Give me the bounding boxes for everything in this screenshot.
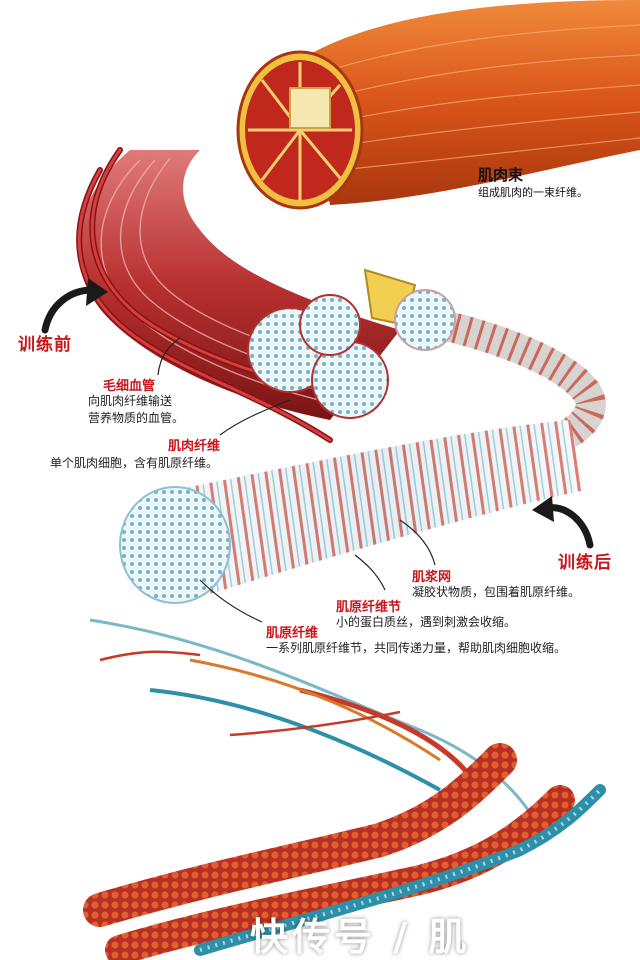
fiber-title: 肌肉纤维 [168, 439, 221, 454]
fiber-cylinder [119, 420, 585, 604]
myofibril-desc: 一系列肌原纤维节，共同传递力量，帮助肌肉细胞收缩。 [266, 641, 567, 655]
bundle-desc: 组成肌肉的一束纤维。 [478, 186, 588, 199]
sarcomere-title: 肌原纤维节 [336, 600, 402, 615]
watermark: 快传号 / 肌 [250, 915, 471, 959]
capillary-desc-line1: 向肌肉纤维输送 [88, 394, 173, 408]
arrow-after-icon [532, 496, 594, 549]
sarcoplasm-title: 肌浆网 [412, 570, 452, 585]
after-training-label: 训练后 [558, 553, 612, 573]
myofibril-title: 肌原纤维 [266, 626, 319, 641]
myofibril-leader [199, 579, 263, 623]
muscle-fascicle [76, 147, 456, 443]
bundle-title: 肌肉束 [478, 166, 524, 184]
muscle-bundle [236, 0, 640, 210]
sarcomere-leader [354, 554, 386, 591]
fiber-desc: 单个肌肉细胞，含有肌原纤维。 [50, 456, 219, 470]
arrow-before-icon [41, 278, 108, 334]
myofibril-strands [83, 618, 606, 960]
fiber-leader [219, 399, 291, 436]
sarcomere-desc: 小的蛋白质丝，遇到刺激会收缩。 [336, 615, 517, 629]
sarcoplasm-leader [399, 519, 436, 566]
leader-lines [157, 337, 436, 623]
sarcoplasm-desc: 凝胶状物质，包围着肌原纤维。 [412, 585, 581, 599]
before-training-label: 训练前 [18, 335, 72, 355]
capillary-title: 毛细血管 [103, 379, 156, 394]
capillary-leader [157, 337, 181, 376]
capillary-desc-line2: 营养物质的血管。 [88, 411, 185, 425]
